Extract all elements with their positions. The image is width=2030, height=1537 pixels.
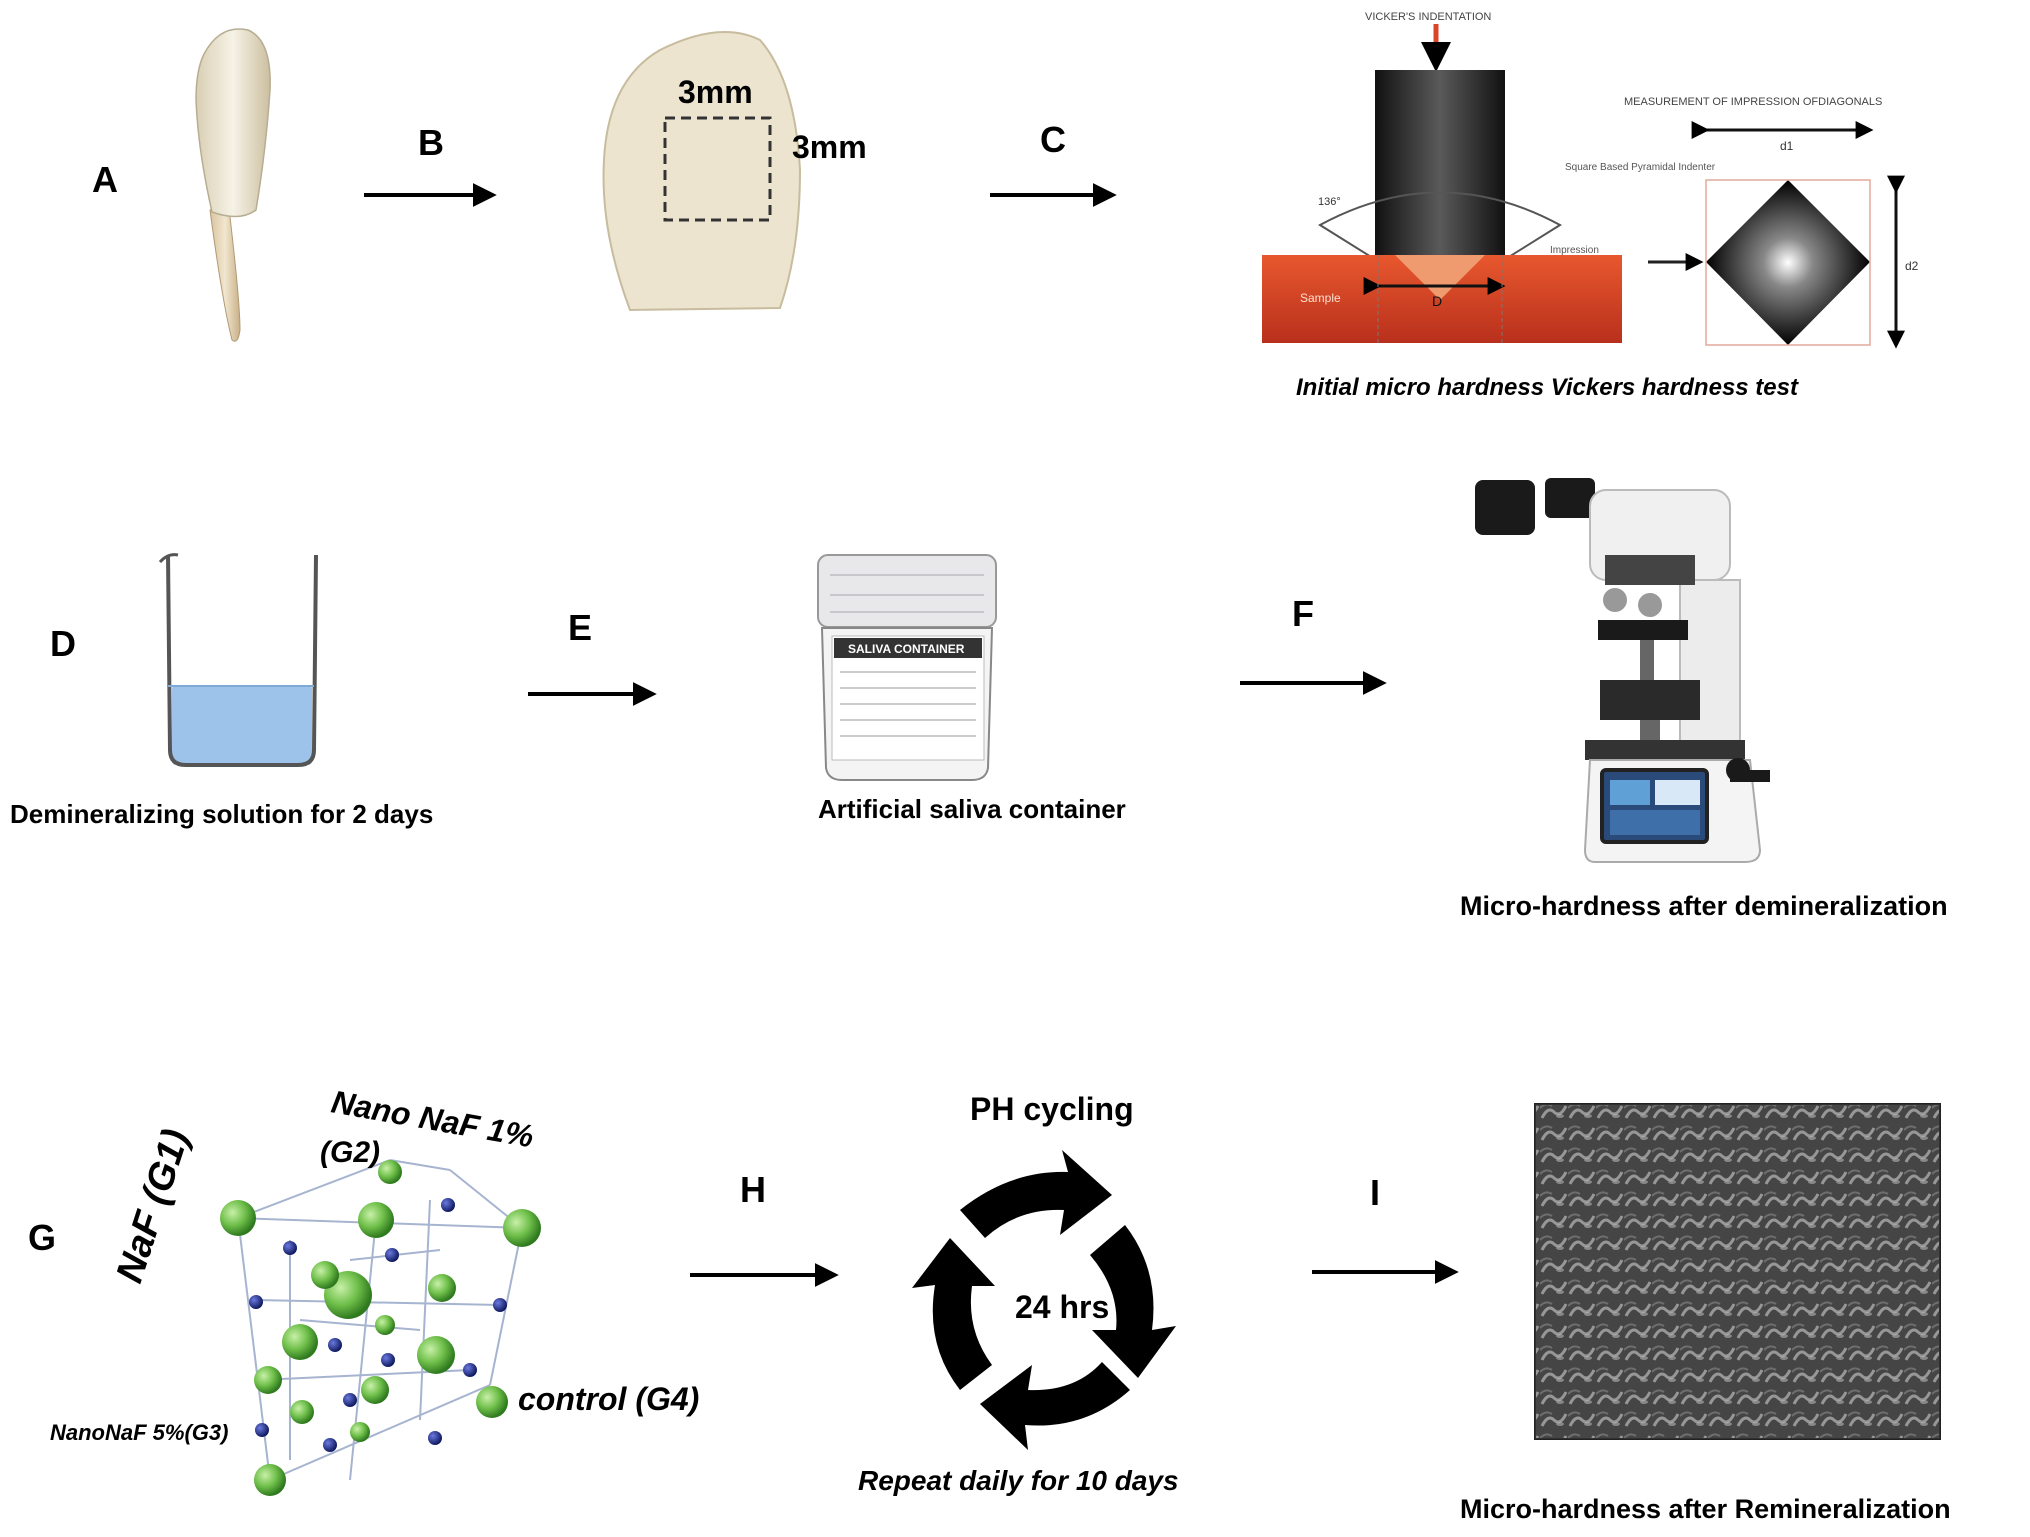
g3-label: NanoNaF 5%(G3) (50, 1420, 228, 1445)
impression-diamond (1706, 180, 1870, 345)
cycle-center: 24 hrs (1015, 1289, 1109, 1325)
g2-label-line2: (G2) (320, 1136, 380, 1169)
impression-label: Impression (1550, 245, 1599, 256)
container-caption: Artificial saliva container (818, 794, 1126, 824)
block-width-label: 3mm (678, 74, 753, 110)
tooth-illustration (195, 28, 271, 342)
g4-label: control (G4) (518, 1381, 699, 1417)
indenter (1375, 70, 1505, 255)
step-label-b: B (418, 122, 444, 163)
step-label-d: D (50, 623, 76, 664)
beaker-caption: Demineralizing solution for 2 days (10, 799, 433, 829)
lattice-atoms (220, 1160, 541, 1496)
cycle-caption: Repeat daily for 10 days (858, 1465, 1179, 1496)
angle-label: 136° (1318, 196, 1341, 208)
g1-label: NaF (G1) (109, 1124, 198, 1288)
sample-label: Sample (1300, 291, 1341, 305)
vickers-caption: Initial micro hardness Vickers hardness … (1296, 374, 1799, 401)
tooth-crown-block (602, 31, 802, 312)
step-label-f: F (1292, 593, 1314, 634)
step-label-a: A (92, 159, 118, 200)
step-label-e: E (568, 607, 592, 648)
hardness-tester (1475, 478, 1770, 863)
final-caption: Micro-hardness after Remineralization (1460, 1494, 1951, 1524)
vickers-title: VICKER'S INDENTATION (1365, 11, 1491, 23)
container-label: SALIVA CONTAINER (848, 642, 965, 656)
step-label-h: H (740, 1169, 766, 1210)
d-label: D (1432, 293, 1442, 309)
cycle-title: PH cycling (970, 1091, 1134, 1127)
step-label-c: C (1040, 119, 1066, 160)
sample-block (663, 116, 772, 222)
beaker-illustration (158, 553, 318, 767)
saliva-container: SALIVA CONTAINER (817, 554, 997, 781)
block-height-label: 3mm (792, 129, 867, 165)
step-label-i: I (1370, 1172, 1380, 1213)
indenter-label: Square Based Pyramidal Indenter (1565, 162, 1716, 173)
vickers-diagram: VICKER'S INDENTATION 136° Square Based P… (1262, 11, 1919, 349)
measurement-title: MEASUREMENT OF IMPRESSION OFDIAGONALS (1624, 96, 1882, 108)
enamel-surface-image (1534, 1103, 1941, 1440)
cycle-arrows (912, 1150, 1176, 1450)
step-label-g: G (28, 1217, 56, 1258)
d2-label: d2 (1905, 259, 1919, 273)
tester-caption: Micro-hardness after demineralization (1460, 891, 1948, 921)
d1-label: d1 (1780, 139, 1794, 153)
